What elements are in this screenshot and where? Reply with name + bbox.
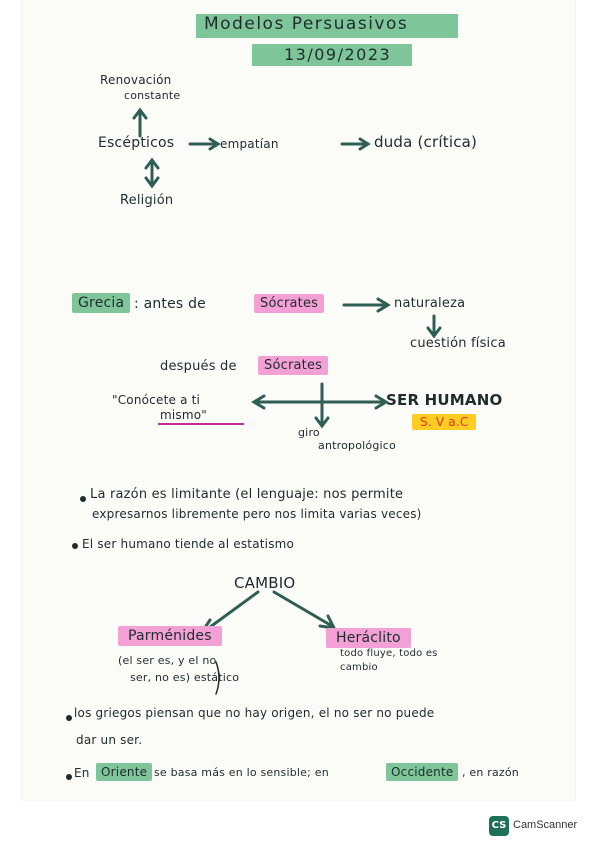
bullet-estatismo: El ser humano tiende al estatismo	[82, 537, 295, 551]
label-socrates-2: Sócrates	[258, 356, 329, 375]
label-parmenides-note-2: ser, no es) estático	[130, 671, 240, 684]
arrow-right-head	[374, 394, 389, 410]
arrow-giro-head	[314, 416, 330, 429]
paren-close	[215, 661, 220, 695]
label-grecia: Grecia	[72, 293, 131, 313]
label-ser-humano: SER HUMANO	[386, 391, 503, 409]
label-constante: constante	[124, 89, 181, 102]
arrow-heraclito	[272, 590, 334, 628]
bullet-dot	[72, 543, 78, 549]
bullet-dot	[66, 774, 72, 780]
notebook-page	[22, 0, 575, 800]
bullet-oriente-pre: En	[74, 766, 90, 780]
label-parmenides: Parménides	[118, 626, 222, 646]
label-heraclito-note-2: cambio	[340, 662, 378, 673]
bullet-dot	[80, 496, 86, 502]
label-parmenides-note-1: (el ser es, y el no	[118, 654, 217, 667]
bullet-oriente-mid: se basa más en lo sensible; en	[154, 766, 329, 779]
date-highlight	[252, 44, 412, 66]
arrow-parmenides	[204, 590, 260, 632]
label-heraclito: Heráclito	[326, 628, 411, 648]
arrow-right-1-head	[208, 137, 221, 151]
camscanner-label: CamScanner	[513, 819, 578, 831]
label-mismo: mismo"	[160, 408, 208, 422]
label-renovacion: Renovación	[100, 73, 172, 87]
label-religion: Religión	[120, 193, 174, 208]
label-antes-de: : antes de	[134, 296, 206, 312]
label-escepticos: Escépticos	[98, 135, 175, 151]
camscanner-logo-icon: CS	[489, 816, 509, 836]
bullet-oriente-word: Oriente	[96, 763, 153, 781]
label-duda: duda (crítica)	[374, 133, 478, 151]
bullet-griegos-line2: dar un ser.	[76, 733, 143, 747]
arrow-fisica-head	[426, 326, 442, 339]
label-giro: giro	[298, 426, 320, 439]
label-antropologico: antropológico	[318, 439, 396, 452]
bullet-dot	[66, 715, 72, 721]
label-heraclito-note-1: todo fluye, todo es	[340, 648, 438, 659]
bullet-razon-line2: expresarnos libremente pero nos limita v…	[92, 507, 422, 521]
bullet-razon-line1: La razón es limitante (el lenguaje: nos …	[90, 487, 404, 502]
label-empatian: empatían	[220, 137, 279, 151]
arrow-up-head	[132, 107, 148, 120]
arrow-naturaleza-head	[376, 297, 391, 313]
label-conocete: "Conócete a ti	[112, 393, 201, 407]
title-highlight	[196, 14, 458, 38]
label-cuestion-fisica: cuestión física	[410, 336, 506, 351]
label-socrates-1: Sócrates	[254, 294, 325, 313]
arrow-right-2-head	[358, 137, 371, 151]
bullet-occidente-post: , en razón	[462, 766, 519, 779]
label-naturaleza: naturaleza	[394, 296, 466, 311]
label-cambio: CAMBIO	[234, 574, 296, 592]
bullet-occidente-word: Occidente	[386, 763, 459, 781]
label-despues-de: después de	[160, 359, 237, 374]
arrow-updown-head-top	[144, 157, 160, 170]
bullet-griegos-line1: los griegos piensan que no hay origen, e…	[74, 706, 435, 720]
arrow-updown-head-bottom	[144, 176, 160, 189]
page-date: 13/09/2023	[284, 45, 392, 64]
label-siglo: S. V a.C	[412, 414, 477, 430]
page-title: Modelos Persuasivos	[204, 14, 409, 34]
arrow-left-head	[251, 394, 266, 410]
